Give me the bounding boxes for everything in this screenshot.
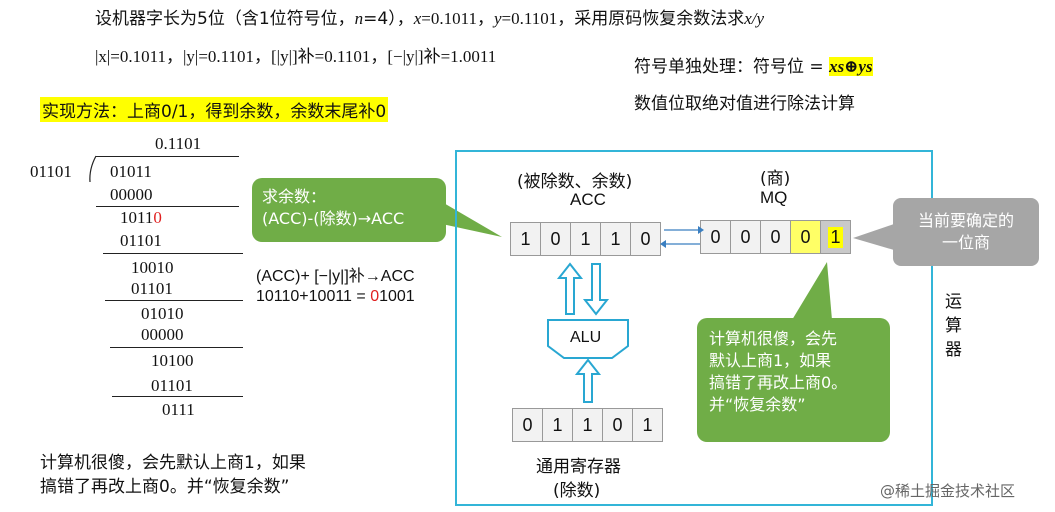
acc-bit: 0: [640, 228, 651, 249]
sign-formula: xs⊕ys: [829, 57, 873, 76]
acc-bit: 1: [571, 223, 601, 255]
bottom-note-line2: 搞错了再改上商0。并“恢复余数”: [40, 477, 290, 497]
var-xy: x/y: [744, 9, 765, 28]
calc-line2-red: 0: [370, 288, 380, 305]
side-label-arithmetic-unit: 运 算 器: [945, 290, 962, 362]
current-bit-note: 当前要确定的一位商: [893, 198, 1039, 266]
gpr-bit: 0: [603, 409, 633, 441]
acc-bit: 0: [541, 223, 571, 255]
gpr-bit: 1: [573, 409, 603, 441]
problem-text-c: =0.1011，: [421, 9, 494, 28]
computer-callout-line2: 默认上商1，如果: [709, 351, 832, 370]
ld-row: 0111: [162, 400, 195, 419]
var-x: x: [413, 9, 422, 28]
division-bracket: [89, 155, 97, 183]
magnitude-rule: 数值位取绝对值进行除法计算: [634, 94, 855, 114]
mq-bit: 0: [761, 221, 791, 253]
mq-bit: 0: [701, 221, 731, 253]
ld-line: [105, 300, 243, 301]
mq-register: 0 0 0 0 1: [700, 220, 851, 254]
mq-label: MQ: [760, 188, 788, 207]
ld-line: [112, 396, 243, 397]
gpr-alu-arrow: [575, 358, 602, 403]
mq-current-bit-value: 1: [828, 226, 843, 248]
remainder-callout-line2: (ACC)-(除数)→ACC: [262, 209, 405, 228]
ld-row: 10010: [131, 258, 174, 277]
acc-register: 1 0 1 1 0: [510, 222, 661, 256]
ld-row: 01010: [141, 304, 184, 323]
var-n: n: [354, 9, 364, 28]
remainder-callout-pointer: [442, 202, 502, 237]
problem-text-d: =0.1101，采用原码恢复余数法求: [501, 9, 745, 28]
ld-row: 00000: [110, 185, 153, 204]
ld-row: 01101: [131, 279, 173, 298]
current-bit-note-text: 当前要确定的一位商: [917, 211, 1014, 252]
side-label-char: 运: [945, 292, 962, 312]
ld-line: [96, 206, 239, 207]
computer-callout-line4: 并“恢复余数”: [709, 395, 806, 414]
current-bit-note-pointer: [853, 224, 894, 250]
sign-rule: 符号单独处理：符号位 = xs⊕ys: [634, 52, 873, 77]
remainder-callout: 求余数： (ACC)-(除数)→ACC: [252, 178, 446, 242]
arithmetic-unit-box: [455, 150, 933, 506]
calc-line2: 10110+10011 = 01001: [256, 288, 415, 306]
division-bar: [96, 156, 239, 157]
mq-current-bit: 1: [821, 221, 850, 253]
abs-values: |x|=0.1011，|y|=0.1101，[|y|]补=0.1101，[−|y…: [95, 47, 497, 66]
problem-text-a: 设机器字长为5位（含1位符号位，: [95, 9, 355, 29]
watermark: @稀土掘金技术社区: [880, 482, 1016, 500]
ld-line: [110, 347, 243, 348]
var-y: y: [493, 9, 502, 28]
side-label-char: 器: [945, 340, 962, 360]
remainder-callout-line1: 求余数：: [262, 187, 327, 206]
gpr-bit: 1: [543, 409, 573, 441]
method-note: 实现方法：上商0/1，得到余数，余数末尾补0: [40, 97, 389, 122]
sign-rule-text: 符号单独处理：符号位 =: [634, 57, 830, 77]
calc-line2-a: 10110+10011 =: [256, 288, 371, 305]
acc-alu-arrows: [556, 262, 610, 316]
gpr-bit: 1: [642, 414, 653, 435]
ld-row: 01101: [120, 231, 162, 250]
alu-shape: [547, 319, 629, 359]
mq-bit: 0: [791, 221, 821, 253]
side-label-char: 算: [945, 316, 962, 336]
ld-row: 01101: [151, 376, 193, 395]
ld-row-red-tail: 10110: [120, 208, 162, 227]
computer-callout-line3: 搞错了再改上商0。: [709, 373, 848, 392]
quotient: 0.1101: [155, 134, 202, 153]
ld-row: 00000: [141, 325, 184, 344]
gpr-register: 0 1 1 0 1: [512, 408, 663, 442]
acc-label: ACC: [570, 190, 606, 209]
problem-statement: 设机器字长为5位（含1位符号位，n=4），x=0.1011，y=0.1101，采…: [95, 4, 764, 29]
ld-row: 10100: [151, 351, 194, 370]
acc-mq-arrows: [660, 226, 704, 248]
bottom-note-line1: 计算机很傻，会先默认上商1，如果: [40, 453, 306, 473]
ld-row: 01011: [110, 162, 152, 181]
mq-bit: 0: [731, 221, 761, 253]
ld-line: [103, 253, 243, 254]
gpr-bit: 0: [513, 409, 543, 441]
acc-bit: 1: [511, 223, 541, 255]
computer-callout-line1: 计算机很傻，会先: [709, 329, 838, 348]
computer-callout: 计算机很傻，会先 默认上商1，如果 搞错了再改上商0。 并“恢复余数”: [697, 318, 890, 442]
gpr-label: 通用寄存器: [536, 457, 621, 477]
divisor: 01101: [30, 162, 72, 181]
computer-callout-pointer: [792, 262, 832, 320]
gpr-desc: (除数): [553, 481, 601, 501]
calc-line1: (ACC)+ [−|y|]补→ACC: [256, 268, 415, 285]
alu-label: ALU: [570, 329, 602, 346]
calc-line2-b: 1001: [379, 288, 415, 305]
acc-desc: (被除数、余数): [517, 172, 633, 192]
problem-text-b: =4），: [363, 9, 414, 29]
mq-desc: (商): [760, 169, 791, 189]
acc-bit: 1: [601, 223, 631, 255]
